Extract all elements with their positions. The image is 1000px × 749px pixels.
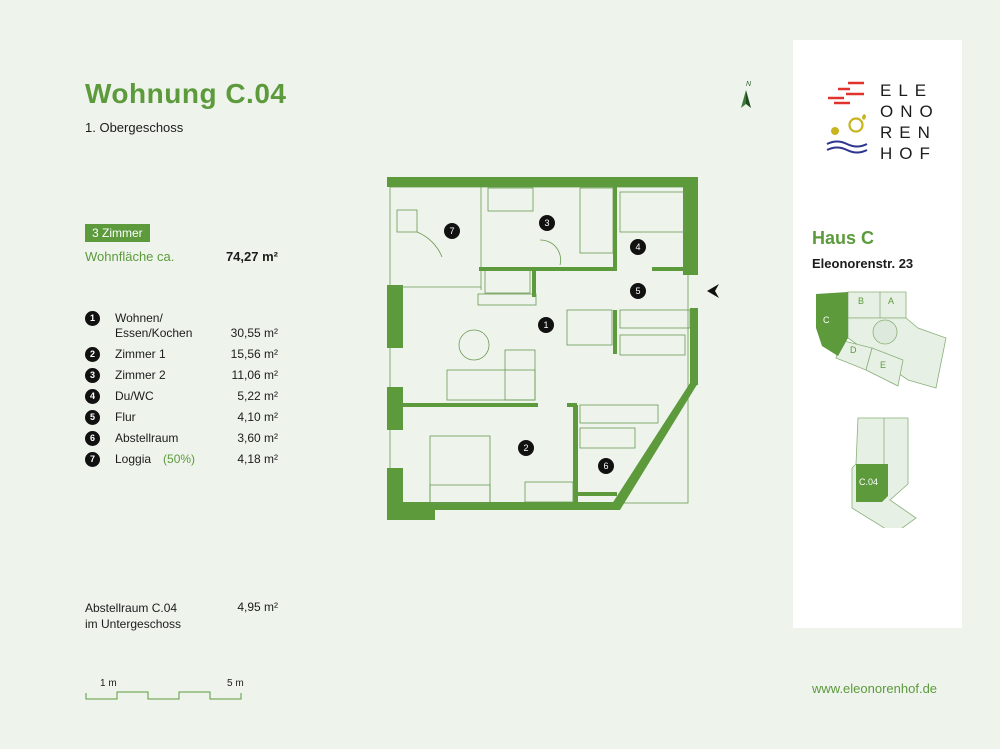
svg-text:C: C (823, 315, 830, 325)
site-plan: B A C D E C.04 (816, 291, 947, 528)
room-area: 4,10 m² (237, 410, 278, 424)
website-link[interactable]: www.eleonorenhof.de (812, 681, 938, 696)
room-area: 4,18 m² (237, 452, 278, 466)
room-number: 2 (85, 347, 100, 362)
room-list: 1 Wohnen/Essen/Kochen 30,55 m² 2 Zimmer … (85, 311, 278, 473)
svg-text:A: A (888, 296, 894, 306)
room-number: 6 (85, 431, 100, 446)
apartment-title: Wohnung C.04 (85, 78, 287, 109)
room-name: Wohnen/ (115, 311, 163, 325)
floor-plan: 1 2 3 4 5 6 7 (387, 177, 698, 520)
floor-label: 1. Obergeschoss (85, 120, 184, 135)
room-item: 5 Flur 4,10 m² (85, 410, 278, 425)
room-area: 5,22 m² (237, 389, 278, 403)
logo-mark (826, 81, 868, 154)
svg-text:2: 2 (523, 443, 528, 453)
storage-line1: Abstellraum C.04 (85, 601, 178, 615)
entrance-arrow-icon (707, 284, 719, 298)
room-name: Zimmer 1 (115, 347, 166, 361)
room-item: 3 Zimmer 2 11,06 m² (85, 368, 278, 383)
svg-text:7: 7 (449, 226, 454, 236)
svg-text:1: 1 (543, 320, 548, 330)
svg-text:3: 3 (544, 218, 549, 228)
storage-line2: im Untergeschoss (85, 617, 182, 631)
basement-storage-area: 4,95 m² (237, 600, 278, 614)
room-name: Du/WC (115, 389, 154, 403)
scale-segments (85, 691, 242, 700)
house-title: Haus C (812, 228, 875, 248)
north-arrow-icon: N (741, 81, 752, 108)
room-item: 1 Wohnen/Essen/Kochen 30,55 m² (85, 311, 278, 341)
room-area: 30,55 m² (230, 326, 278, 340)
scale-start-label: 1 m (100, 678, 117, 689)
room-name: Abstellraum (115, 431, 179, 445)
unit-label: C.04 (859, 477, 878, 487)
room-item: 7 Loggia (50%) 4,18 m² (85, 452, 278, 467)
svg-text:5: 5 (635, 286, 640, 296)
room-number: 5 (85, 410, 100, 425)
svg-text:B: B (858, 296, 864, 306)
room-markers: 1 2 3 4 5 6 7 (444, 215, 646, 474)
room-area: 3,60 m² (237, 431, 278, 445)
north-label: N (746, 81, 752, 88)
room-number: 3 (85, 368, 100, 383)
furniture (390, 187, 691, 504)
living-area-label: Wohnfläche ca. (85, 249, 175, 264)
room-item: 4 Du/WC 5,22 m² (85, 389, 278, 404)
rooms-badge: 3 Zimmer (85, 224, 150, 242)
room-area: 11,06 m² (231, 368, 278, 382)
room-name: Flur (115, 410, 136, 424)
room-number: 1 (85, 311, 100, 326)
svg-text:4: 4 (635, 242, 640, 252)
room-number: 4 (85, 389, 100, 404)
room-name-line2: Essen/Kochen (115, 326, 193, 340)
svg-text:E: E (880, 360, 886, 370)
svg-text:D: D (850, 345, 857, 355)
svg-text:6: 6 (603, 461, 608, 471)
scale-end-label: 5 m (227, 678, 244, 689)
scale-bar: 1 m 5 m (85, 678, 244, 700)
room-note: (50%) (163, 452, 196, 466)
room-name: Zimmer 2 (115, 368, 166, 382)
logo-wordmark: ELE ONO REN HOF (880, 81, 940, 163)
room-name: Loggia (115, 452, 152, 466)
room-area: 15,56 m² (230, 347, 278, 361)
room-item: 6 Abstellraum 3,60 m² (85, 431, 278, 446)
living-area-value: 74,27 m² (225, 249, 278, 264)
walls (387, 177, 698, 520)
address: Eleonorenstr. 23 (812, 256, 914, 271)
basement-storage-label: Abstellraum C.04 im Untergeschoss (85, 600, 181, 632)
room-item: 2 Zimmer 1 15,56 m² (85, 347, 278, 362)
room-number: 7 (85, 452, 100, 467)
